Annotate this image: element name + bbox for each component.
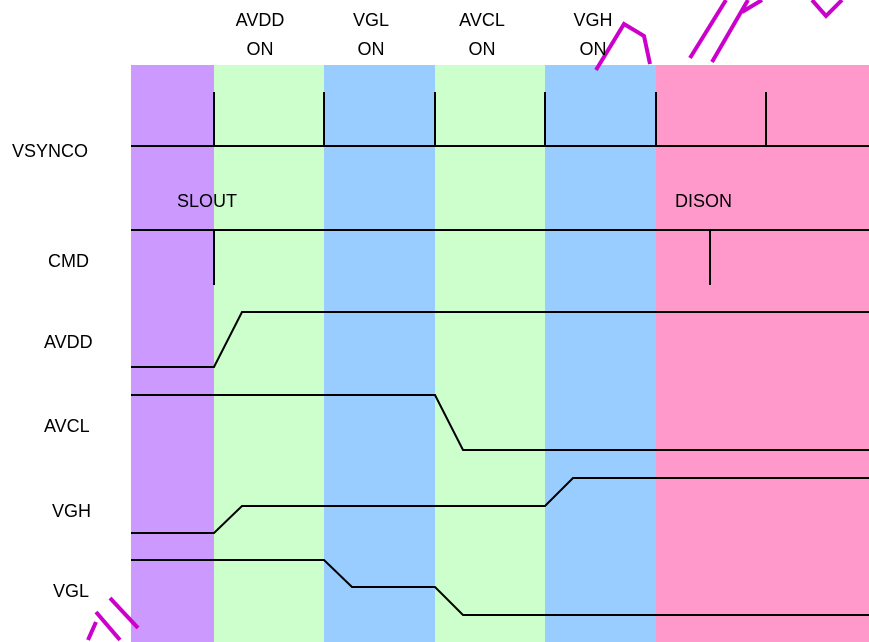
phase-label-vgl-on: VGL ON: [353, 10, 389, 59]
waveform-avcl: [131, 394, 869, 451]
phase-label-top: AVDD: [236, 10, 285, 30]
phase-label-bottom: ON: [469, 39, 496, 59]
phase-band-display-on: [656, 65, 869, 642]
waveform-avdd: [131, 311, 869, 368]
phase-band-avdd-on: [214, 65, 324, 642]
signal-label-cmd: CMD: [48, 251, 89, 271]
phase-label-avcl-on: AVCL ON: [459, 10, 505, 59]
waveform-cmd: [131, 229, 869, 285]
phase-band-vgh-on: [545, 65, 656, 642]
watermark: [86, 0, 844, 642]
phase-label-top: AVCL: [459, 10, 505, 30]
signal-label-avcl: AVCL: [44, 416, 90, 436]
phase-label-bottom: ON: [580, 39, 607, 59]
phase-label-avdd-on: AVDD ON: [236, 10, 285, 59]
phase-label-vgh-on: VGH ON: [573, 10, 612, 59]
phase-band-initial: [131, 65, 214, 642]
phase-band-avcl-on: [435, 65, 545, 642]
command-label-dison: DISON: [675, 191, 732, 211]
waveform-vgh: [131, 477, 869, 534]
phase-label-top: VGL: [353, 10, 389, 30]
phase-label-top: VGH: [573, 10, 612, 30]
phase-band-vgl-on: [324, 65, 435, 642]
signal-label-vgh: VGH: [52, 501, 91, 521]
waveform-vgl: [131, 559, 869, 616]
command-label-slout: SLOUT: [177, 191, 237, 211]
signal-label-avdd: AVDD: [44, 332, 93, 352]
phase-label-bottom: ON: [358, 39, 385, 59]
waveform-vsynco: [131, 92, 869, 147]
phase-label-bottom: ON: [247, 39, 274, 59]
signal-label-vgl: VGL: [53, 581, 89, 601]
signal-label-vsynco: VSYNCO: [12, 141, 88, 161]
